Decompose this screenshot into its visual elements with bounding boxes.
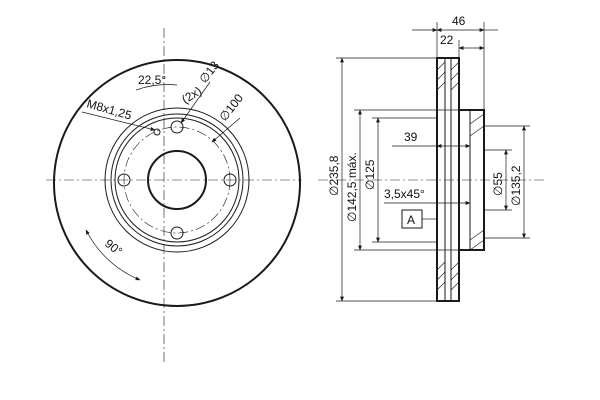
- center-bore: [147, 150, 207, 210]
- dia142-label: ∅142,5 máx.: [345, 152, 359, 222]
- rotor-section: [436, 57, 460, 302]
- dia100-leader: [211, 117, 241, 143]
- angle-arc-top: [135, 84, 178, 91]
- hole-count-label: (2x): [179, 84, 204, 107]
- datum-label: A: [407, 213, 415, 227]
- hub-ring-outer: [104, 107, 250, 253]
- front-view: 22,5° M8x1,25 (2x) ∅13 ∅100 90°: [46, 28, 302, 365]
- dim39-label: 39: [404, 130, 418, 144]
- dia100-label: ∅100: [216, 91, 246, 124]
- angle-top-label: 22,5°: [138, 73, 166, 87]
- bolt-hole-left: [117, 173, 131, 187]
- hub-ring-mid: [110, 113, 244, 247]
- angle-bottom-label: 90°: [102, 236, 125, 258]
- dim46-label: 46: [452, 14, 466, 28]
- bolt-circle: [123, 126, 231, 234]
- dia135-label: ∅135,2: [509, 165, 523, 206]
- dia235-label: ∅235,8: [327, 155, 341, 196]
- bolt-hole-bottom: [170, 226, 184, 240]
- disc-outer-edge: [53, 59, 301, 307]
- dia125-label: ∅125: [363, 159, 377, 190]
- bolt-hole-top: [170, 120, 184, 134]
- dia55-label: ∅55: [491, 172, 505, 196]
- section-hatching: [436, 61, 485, 291]
- thread-leader: [81, 111, 156, 131]
- chamfer-label: 3,5x45°: [384, 187, 425, 201]
- angle-arc-bottom: [85, 229, 141, 281]
- threaded-hole: [153, 128, 161, 136]
- hole-leader: [180, 81, 211, 124]
- hub-ring-inner: [114, 117, 240, 243]
- side-view: 46 22 ∅235,8 ∅142,5 máx. ∅125 39 3,5x45°…: [318, 14, 545, 302]
- bolt-hole-right: [223, 173, 237, 187]
- dim22-label: 22: [440, 33, 454, 47]
